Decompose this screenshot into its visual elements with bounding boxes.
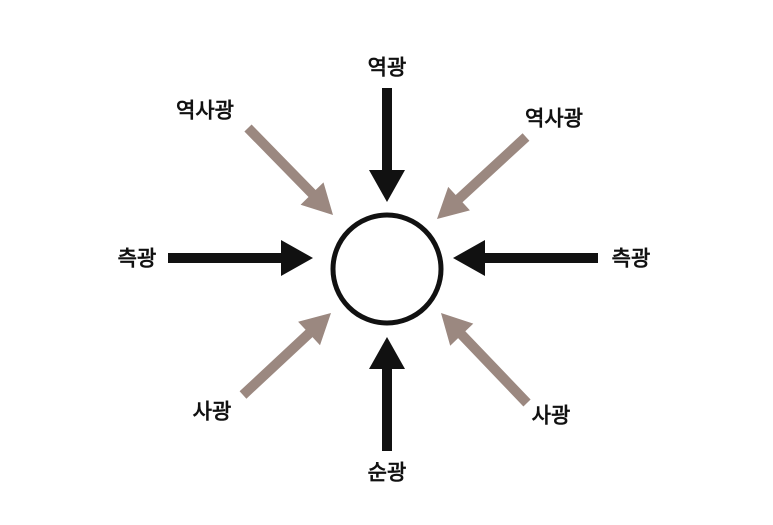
arrow-bottom — [369, 337, 405, 451]
label-left: 측광 — [117, 246, 157, 271]
label-bottom-left: 사광 — [192, 399, 232, 424]
arrow-bottom-left — [239, 313, 331, 399]
label-bottom-right: 사광 — [531, 403, 571, 428]
arrow-top-right — [437, 133, 530, 219]
arrow-bottom-right — [441, 313, 531, 407]
subject-circle — [330, 212, 444, 326]
label-top-left: 역사광 — [176, 98, 234, 123]
arrow-right — [453, 240, 598, 276]
label-bottom: 순광 — [367, 460, 407, 485]
arrows-group — [168, 88, 598, 451]
arrow-top-left — [244, 124, 333, 215]
label-right: 측광 — [611, 246, 651, 271]
arrow-top — [369, 88, 405, 202]
label-top: 역광 — [367, 55, 407, 80]
label-top-right: 역사광 — [525, 106, 583, 131]
arrow-left — [168, 240, 313, 276]
